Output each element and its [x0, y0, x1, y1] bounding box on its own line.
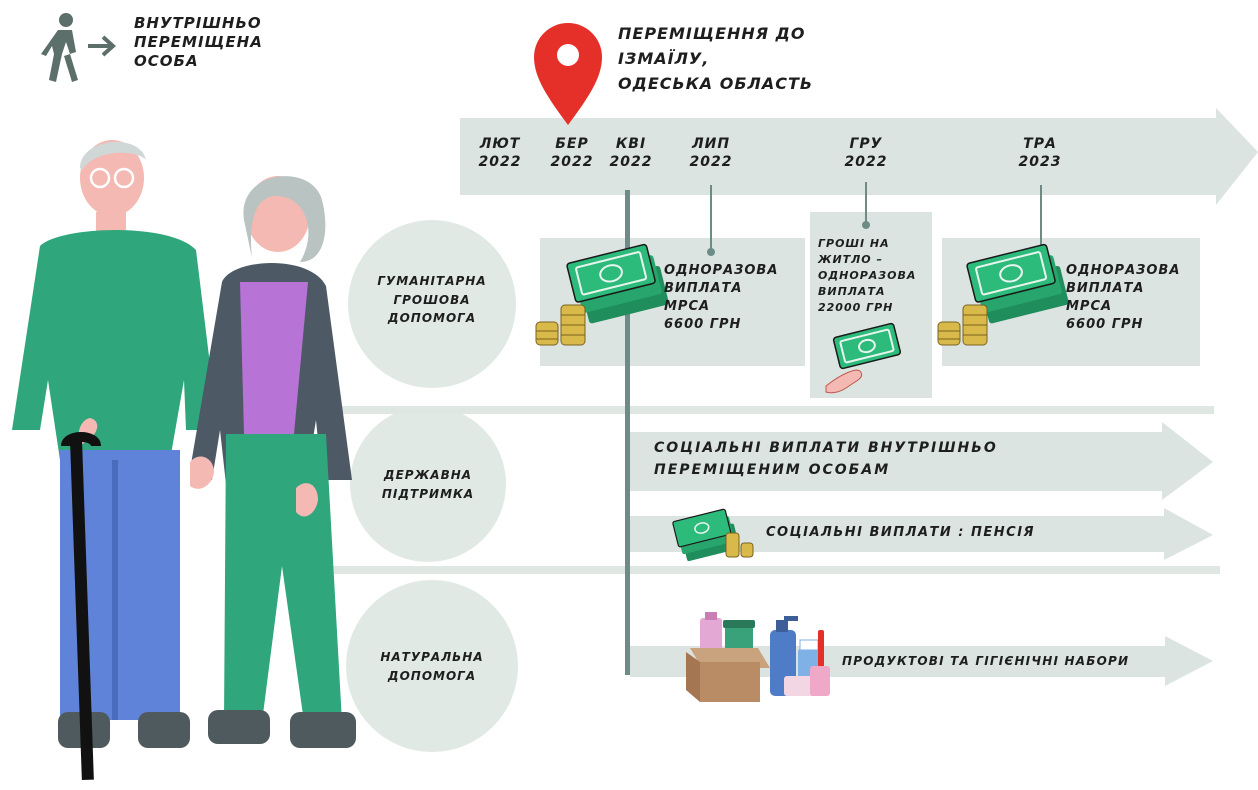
- arrow-pension: [630, 508, 1213, 560]
- arrow-pension-text: СОЦІАЛЬНІ ВИПЛАТИ : ПЕНСІЯ: [766, 525, 1036, 540]
- arrow-idp-payments: [630, 422, 1213, 500]
- tick-month: КВІ: [615, 136, 647, 152]
- category-circle-in-kind: [346, 580, 518, 752]
- relocation-title-line: ПЕРЕМІЩЕННЯ ДО: [618, 24, 806, 43]
- arrow-text-line: ПЕРЕМІЩЕНИМ ОСОБАМ: [654, 461, 891, 478]
- box-line: 6600 ГРН: [1066, 316, 1144, 332]
- box-line: ВИПЛАТА: [1066, 280, 1145, 296]
- category-label-line: ГРОШОВА: [393, 292, 471, 307]
- box-line: ВИПЛАТА: [664, 280, 743, 296]
- box-line: 6600 ГРН: [664, 316, 742, 332]
- tick-dot-jul: [707, 248, 715, 256]
- box-line: 22000 ГРН: [818, 300, 894, 314]
- box-line: ОДНОРАЗОВА: [664, 263, 779, 278]
- banknote-stack-icon: [966, 243, 1069, 324]
- hand-with-banknote-icon: [825, 322, 902, 394]
- box-line: ГРОШІ НА: [818, 237, 890, 250]
- relocation-title: ПЕРЕМІЩЕННЯ ДО ІЗМАЇЛУ, ОДЕСЬКА ОБЛАСТЬ: [618, 22, 813, 96]
- coin-stack-icon: [725, 532, 754, 558]
- category-label-line: ГУМАНІТАРНА: [377, 274, 487, 288]
- category-label-line: ДОПОМОГА: [387, 668, 477, 683]
- tick-dec-2022: ГРУ 2022: [838, 136, 894, 171]
- box-line: МРСА: [1066, 298, 1113, 314]
- idp-title-line: ПЕРЕМІЩЕНА: [134, 32, 263, 51]
- banknote-stack-icon: [566, 243, 669, 324]
- timeline-arrow: [460, 108, 1258, 205]
- apr-vertical-line: [625, 190, 630, 675]
- box-mpca-2-text: ОДНОРАЗОВА ВИПЛАТА МРСА 6600 ГРН: [1066, 262, 1180, 334]
- box-housing-bg: [810, 212, 932, 398]
- arrow-idp-payments-text: СОЦІАЛЬНІ ВИПЛАТИ ВНУТРІШНЬО ПЕРЕМІЩЕНИМ…: [654, 438, 998, 481]
- tick-month: БЕР: [555, 136, 589, 152]
- tick-apr-2022: КВІ 2022: [604, 136, 658, 171]
- category-circle-state: [350, 406, 506, 562]
- category-in-kind-label: НАТУРАЛЬНА ДОПОМОГА: [352, 648, 512, 685]
- tick-month: ГРУ: [849, 136, 883, 152]
- category-humanitarian-label: ГУМАНІТАРНА ГРОШОВА ДОПОМОГА: [352, 272, 512, 328]
- box-mpca-1-text: ОДНОРАЗОВА ВИПЛАТА МРСА 6600 ГРН: [664, 262, 778, 334]
- category-state-label: ДЕРЖАВНА ПІДТРИМКА: [350, 466, 506, 503]
- walking-person-arrow-icon: [41, 13, 116, 82]
- coin-stack-icon: [535, 304, 586, 346]
- category-label-line: НАТУРАЛЬНА: [380, 650, 484, 664]
- box-line: ВИПЛАТА: [818, 284, 886, 298]
- banknote-stack-icon: [672, 508, 740, 562]
- tick-jul-2022: ЛИП 2022: [684, 136, 738, 171]
- arrow-kits-text: ПРОДУКТОВІ ТА ГІГІЄНІЧНІ НАБОРИ: [842, 654, 1130, 668]
- tick-year: 2022: [478, 153, 522, 170]
- row-separator-2: [330, 566, 1220, 574]
- tick-month: ТРА: [1023, 136, 1057, 152]
- relocation-title-line: ОДЕСЬКА ОБЛАСТЬ: [618, 73, 814, 93]
- box-line: ОДНОРАЗОВА: [818, 268, 917, 282]
- coin-stack-icon: [937, 304, 988, 346]
- tick-mar-2022: БЕР 2022: [544, 136, 600, 171]
- category-label-line: ДОПОМОГА: [387, 311, 477, 326]
- category-label-line: ПІДТРИМКА: [381, 486, 475, 501]
- row-separator-1: [330, 406, 1214, 414]
- idp-title-line: ОСОБА: [134, 51, 199, 70]
- tick-year: 2022: [844, 153, 888, 170]
- box-line: МРСА: [664, 298, 711, 314]
- tick-year: 2022: [550, 153, 594, 170]
- category-circle-humanitarian: [348, 220, 516, 388]
- tick-may-2023: ТРА 2023: [1012, 136, 1068, 171]
- tick-feb-2022: ЛЮТ 2022: [474, 136, 526, 171]
- arrow-text-line: СОЦІАЛЬНІ ВИПЛАТИ ВНУТРІШНЬО: [654, 440, 998, 456]
- tick-month: ЛИП: [691, 136, 731, 152]
- relocation-title-line: ІЗМАЇЛУ,: [618, 48, 710, 68]
- tick-year: 2022: [609, 153, 653, 170]
- food-hygiene-kit-icon: [686, 612, 830, 702]
- box-line: ОДНОРАЗОВА: [1066, 263, 1181, 278]
- tick-year: 2023: [1018, 153, 1062, 170]
- tick-dot-dec: [862, 221, 870, 229]
- idp-title: ВНУТРІШНЬО ПЕРЕМІЩЕНА ОСОБА: [134, 14, 263, 70]
- tick-month: ЛЮТ: [479, 136, 521, 152]
- idp-title-line: ВНУТРІШНЬО: [134, 14, 262, 32]
- elderly-couple-illustration: [12, 140, 356, 781]
- box-housing-text: ГРОШІ НА ЖИТЛО – ОДНОРАЗОВА ВИПЛАТА 2200…: [818, 236, 916, 316]
- category-label-line: ДЕРЖАВНА: [383, 468, 473, 482]
- tick-year: 2022: [689, 153, 733, 170]
- location-pin-icon: [534, 23, 602, 125]
- box-line: ЖИТЛО –: [818, 252, 883, 266]
